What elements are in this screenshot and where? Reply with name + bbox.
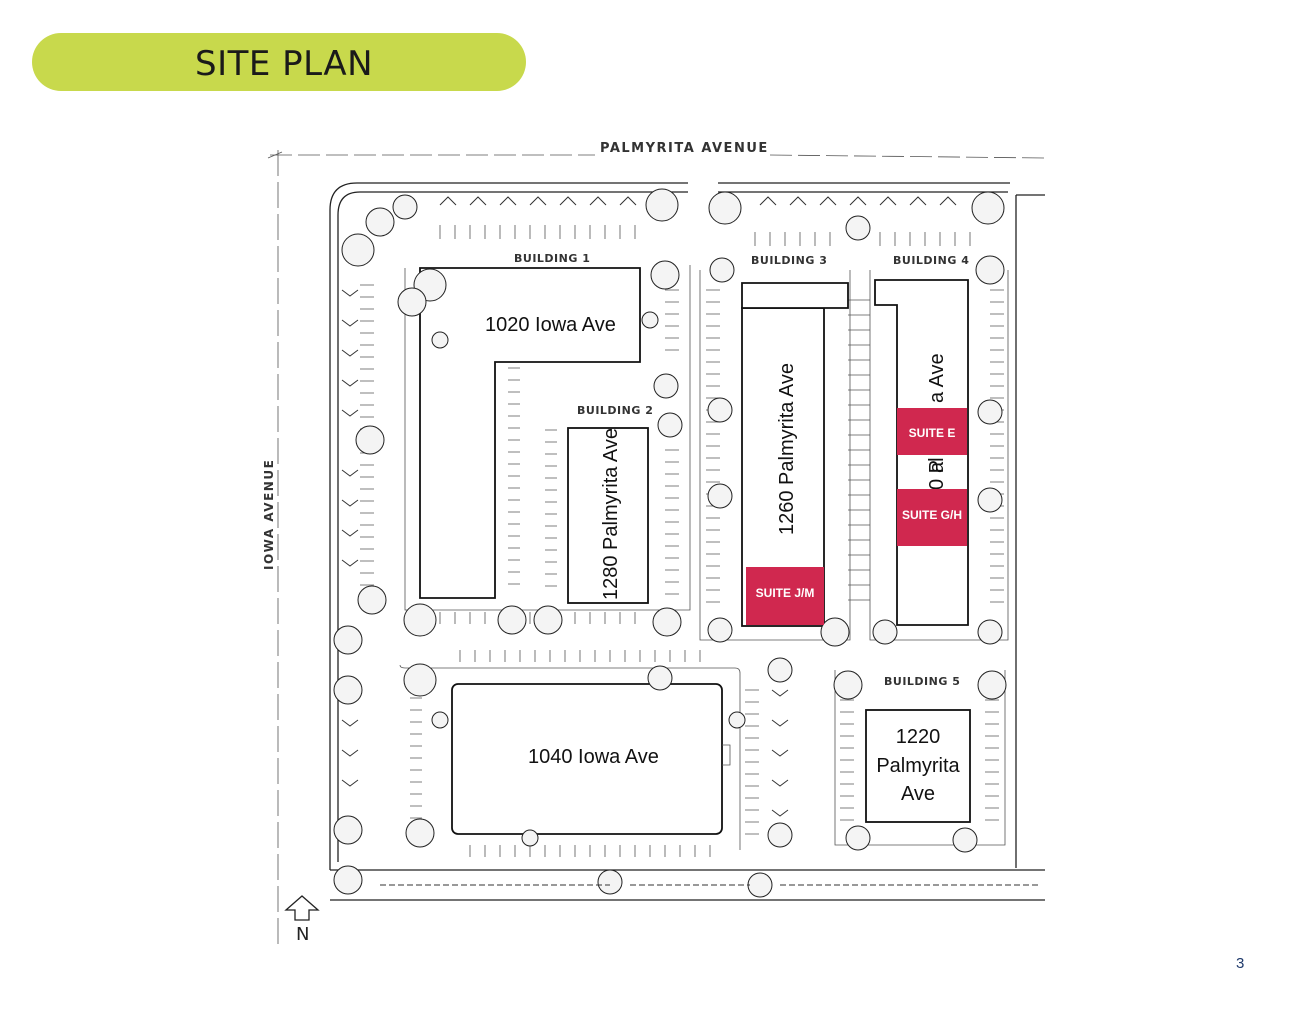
page-title: SITE PLAN: [195, 44, 374, 84]
suite-e-label: SUITE E: [909, 426, 956, 440]
address-1040-iowa: 1040 Iowa Ave: [528, 746, 659, 768]
building-1040: [451, 683, 723, 835]
street-label-iowa: IOWA AVENUE: [262, 459, 276, 570]
suite-e-highlight[interactable]: [897, 408, 967, 455]
street-label-palmyrita: PALMYRITA AVENUE: [600, 141, 769, 156]
suite-jm-label: SUITE J/M: [756, 586, 815, 600]
building-2: [567, 427, 649, 604]
address-1220-line-2: Palmyrita: [876, 755, 960, 777]
suite-gh-label: SUITE G/H: [902, 508, 962, 522]
street-lines: [267, 150, 1046, 945]
north-arrow: N: [284, 895, 320, 945]
shrub-symbols: [341, 196, 1040, 886]
north-arrow-label: N: [296, 924, 309, 945]
address-1260-palmyrita: 1260 Palmyrita Ave: [776, 363, 798, 535]
title-banner: [32, 33, 526, 91]
building-outlines: [419, 267, 971, 835]
address-1280-palmyrita: 1280 Palmyrita Ave: [600, 428, 622, 600]
building-1: [419, 267, 641, 599]
address-building-4-part-4: a Ave: [926, 353, 948, 403]
building-5-label: BUILDING 5: [884, 675, 960, 688]
address-1020-iowa: 1020 Iowa Ave: [485, 314, 616, 336]
address-building-4-part-2: 0 P: [926, 460, 948, 490]
suite-jm-highlight[interactable]: [746, 567, 824, 625]
address-1220-line-3: Ave: [901, 783, 935, 805]
building-3-label: BUILDING 3: [751, 254, 827, 267]
building-2-label: BUILDING 2: [577, 404, 653, 417]
address-building-4-part-3: al: [926, 457, 948, 473]
building-1-label: BUILDING 1: [514, 252, 590, 265]
parking-stripes: [360, 225, 1004, 857]
site-perimeter: [329, 182, 1045, 901]
tree-symbols: [333, 188, 1007, 898]
building-4-label: BUILDING 4: [893, 254, 969, 267]
building-5: [865, 709, 971, 823]
suite-gh-highlight[interactable]: [897, 489, 967, 546]
address-1220-line-1: 1220: [896, 726, 941, 748]
page-number: 3: [1236, 955, 1245, 972]
